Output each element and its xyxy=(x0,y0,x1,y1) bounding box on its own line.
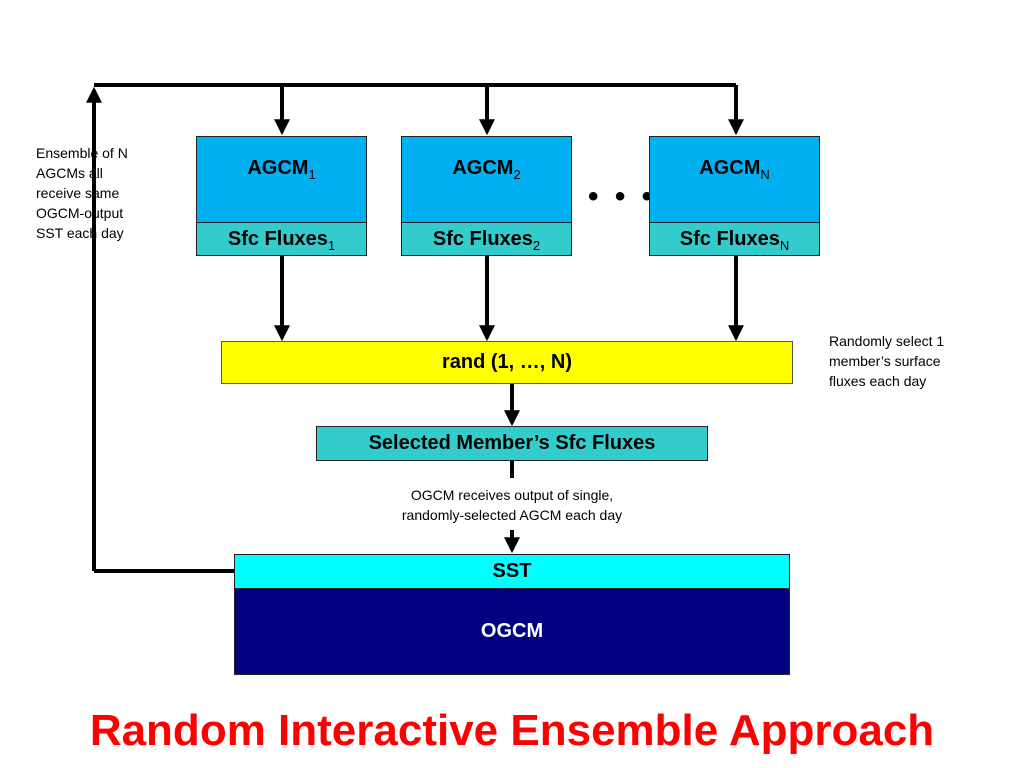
agcm-1-label: AGCM1 xyxy=(247,157,316,182)
agcm-box-2: AGCM2 xyxy=(401,136,572,223)
random-select-note-line: fluxes each day xyxy=(829,373,927,389)
agcm-n-label: AGCMN xyxy=(699,157,770,182)
ellipsis: • • • xyxy=(588,180,657,213)
agcm-2-label: AGCM2 xyxy=(452,157,521,182)
agcm-box-n: AGCMN xyxy=(649,136,820,223)
ensemble-note-line: SST each day xyxy=(36,225,124,241)
ogcm-receives-note-line: OGCM receives output of single, xyxy=(410,487,614,503)
sfc-fluxes-2-label: Sfc Fluxes2 xyxy=(432,227,541,253)
random-select-note-line: Randomly select 1 xyxy=(829,333,945,349)
ensemble-note-line: receive same xyxy=(36,185,120,201)
ensemble-note: Ensemble of N AGCMs all receive same OGC… xyxy=(36,143,128,243)
selected-member-box: Selected Member’s Sfc Fluxes xyxy=(316,426,708,461)
ogcm-receives-note-line: randomly-selected AGCM each day xyxy=(401,507,623,523)
sfc-fluxes-box-1: Sfc Fluxes1 xyxy=(196,222,367,256)
ogcm-box: OGCM xyxy=(234,588,790,675)
rand-box: rand (1, …, N) xyxy=(221,341,793,384)
sfc-fluxes-n-label: Sfc FluxesN xyxy=(679,227,790,253)
ensemble-note-line: Ensemble of N xyxy=(36,145,128,161)
random-select-note: Randomly select 1 member’s surface fluxe… xyxy=(829,331,944,391)
sfc-fluxes-box-2: Sfc Fluxes2 xyxy=(401,222,572,256)
sst-box: SST xyxy=(234,554,790,589)
slide-title: Random Interactive Ensemble Approach xyxy=(89,706,935,755)
sfc-fluxes-box-n: Sfc FluxesN xyxy=(649,222,820,256)
ensemble-note-line: OGCM-output xyxy=(36,205,124,221)
random-select-note-line: member’s surface xyxy=(829,353,941,369)
ensemble-note-line: AGCMs all xyxy=(36,165,103,181)
sfc-fluxes-1-label: Sfc Fluxes1 xyxy=(227,227,336,253)
ogcm-receives-note: OGCM receives output of single, randomly… xyxy=(352,485,672,525)
agcm-box-1: AGCM1 xyxy=(196,136,367,223)
